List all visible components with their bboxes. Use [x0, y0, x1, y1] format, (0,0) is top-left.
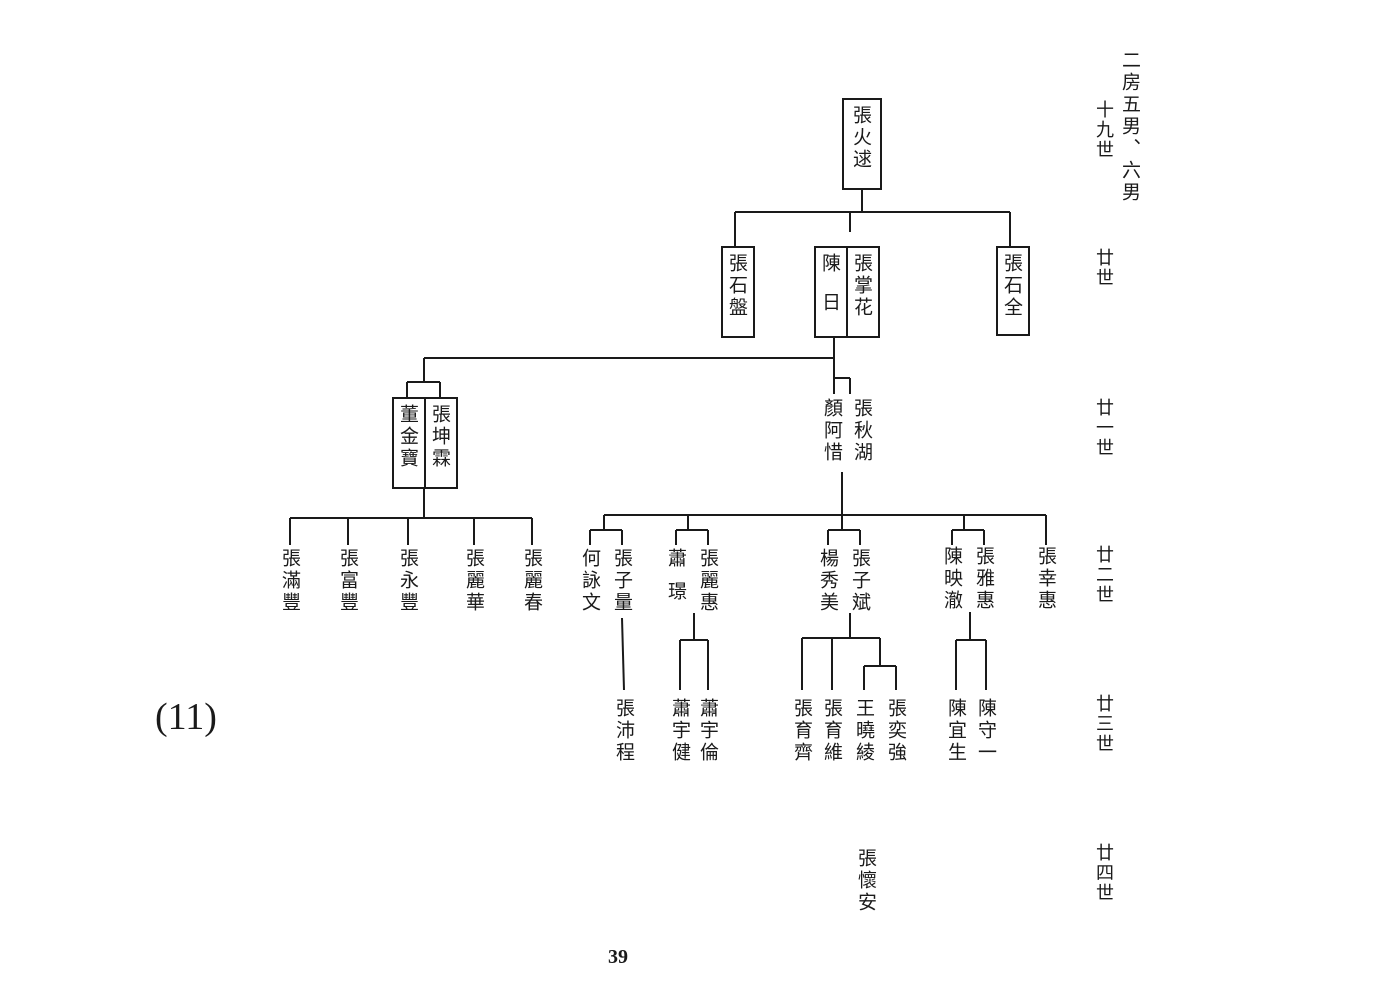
person-name: 張火逑 — [850, 105, 872, 171]
person-name: 張麗惠 — [697, 548, 719, 614]
couple-divider — [846, 246, 848, 338]
generation-label-21: 廿一世 — [1093, 398, 1114, 458]
person-name: 陳守一 — [975, 698, 997, 764]
person-name: 張幸惠 — [1035, 546, 1057, 612]
person-name: 張育齊 — [791, 698, 813, 764]
person-name: 陳映澈 — [941, 546, 963, 612]
person-name: 蕭宇倫 — [697, 698, 719, 764]
person-name: 陳宜生 — [945, 698, 967, 764]
person-name: 何詠文 — [579, 548, 601, 614]
connector-line — [621, 617, 625, 691]
person-name: 張雅惠 — [973, 546, 995, 612]
person-name: 張滿豐 — [279, 548, 301, 614]
person-name: 張富豐 — [337, 548, 359, 614]
generation-label-22: 廿二世 — [1093, 545, 1114, 605]
generation-label-19: 十九世 — [1093, 100, 1114, 160]
generation-label-24: 廿四世 — [1093, 843, 1114, 903]
page-number: 39 — [608, 946, 628, 968]
person-name: 張沛程 — [613, 698, 635, 764]
person-name: 董金寶 — [397, 404, 419, 470]
person-name: 張永豐 — [397, 548, 419, 614]
person-name: 張石全 — [1001, 253, 1023, 319]
person-box — [721, 246, 755, 338]
person-box — [842, 98, 882, 190]
generation-label-23: 廿三世 — [1093, 694, 1114, 754]
panel-label: (11) — [155, 696, 217, 738]
person-name: 陳日 — [819, 253, 841, 331]
person-name: 張子量 — [611, 548, 633, 614]
person-name: 張懷安 — [855, 848, 877, 914]
person-name: 蕭宇健 — [669, 698, 691, 764]
header-note: 二房五男、六男 — [1119, 50, 1141, 204]
person-name: 張子斌 — [849, 548, 871, 614]
person-name: 張育維 — [821, 698, 843, 764]
person-name: 蕭璟 — [665, 548, 687, 614]
person-name: 張奕強 — [885, 698, 907, 764]
person-name: 張麗春 — [521, 548, 543, 614]
person-name: 張石盤 — [726, 253, 748, 319]
person-name: 王曉綾 — [853, 698, 875, 764]
person-name: 楊秀美 — [817, 548, 839, 614]
person-name: 張麗華 — [463, 548, 485, 614]
person-name: 張坤霖 — [429, 404, 451, 470]
person-box — [996, 246, 1030, 336]
couple-divider — [424, 397, 426, 489]
person-name: 張掌花 — [851, 253, 873, 319]
person-name: 顏阿惜 — [821, 398, 843, 464]
generation-label-20: 廿世 — [1093, 248, 1114, 288]
person-name: 張秋湖 — [851, 398, 873, 464]
